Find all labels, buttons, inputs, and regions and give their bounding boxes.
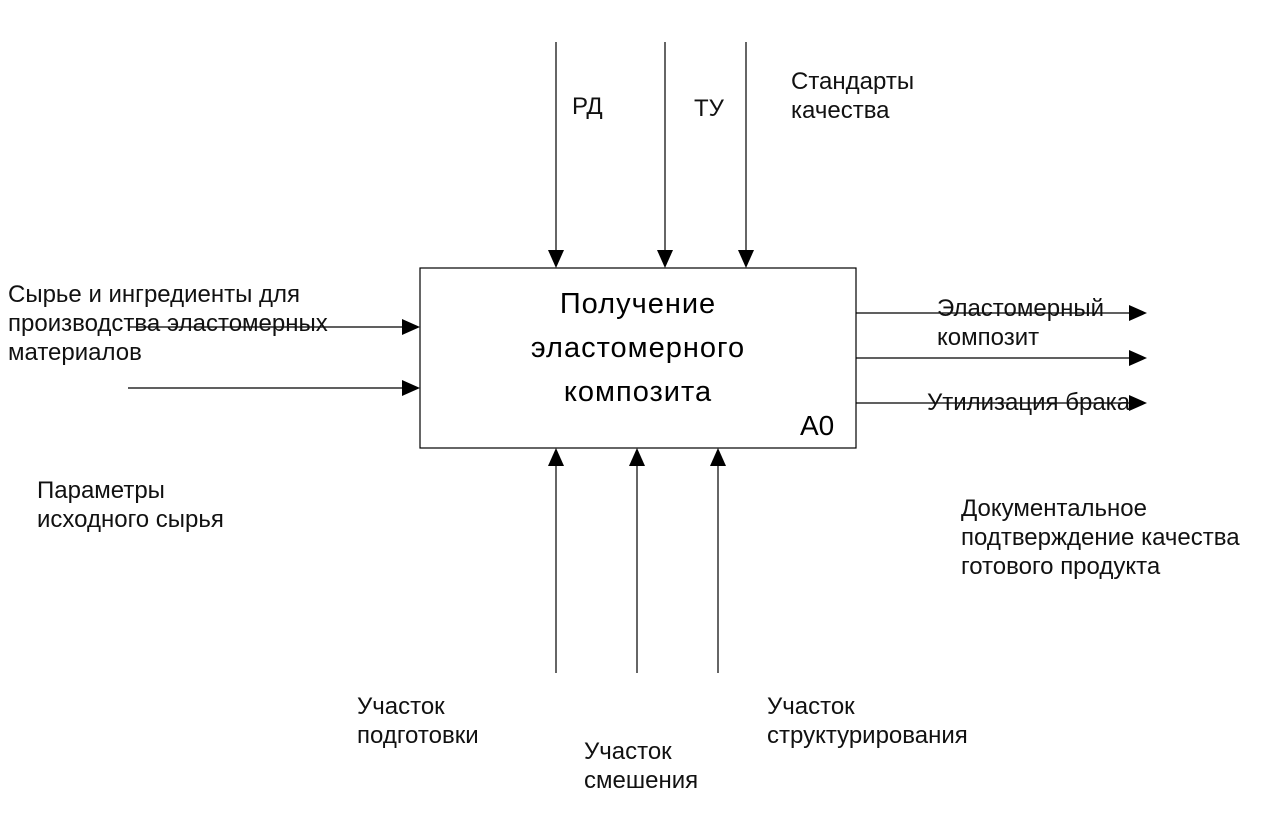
input-arrow-raw-materials (128, 319, 420, 335)
control-arrow-tu (657, 42, 673, 268)
arrowhead-icon (1129, 350, 1147, 366)
control-label-rd: РД (572, 93, 603, 120)
output-label-reject-disposal: Утилизация брака (927, 389, 1131, 416)
control-label-tu: ТУ (694, 95, 724, 122)
mechanism-arrow-structuring (710, 448, 726, 673)
arrowhead-icon (1129, 305, 1147, 321)
arrowhead-icon (402, 319, 420, 335)
arrowhead-icon (548, 448, 564, 466)
output-arrow-reject-disposal (856, 350, 1147, 366)
input-arrow-raw-parameters (128, 380, 420, 396)
arrowhead-icon (629, 448, 645, 466)
arrowhead-icon (710, 448, 726, 466)
output-arrow-elastomer-composite (856, 305, 1147, 321)
control-arrow-quality-standards (738, 42, 754, 268)
arrowhead-icon (1129, 395, 1147, 411)
function-block (419, 267, 857, 449)
arrowhead-icon (738, 250, 754, 268)
control-arrow-rd (548, 42, 564, 268)
arrowhead-icon (402, 380, 420, 396)
mechanism-arrow-mixing (629, 448, 645, 673)
mechanism-arrow-preparation (548, 448, 564, 673)
arrowhead-icon (657, 250, 673, 268)
arrowhead-icon (548, 250, 564, 268)
output-arrow-quality-document (856, 395, 1147, 411)
idef0-diagram (128, 42, 1147, 673)
node-id: A0 (800, 410, 835, 441)
